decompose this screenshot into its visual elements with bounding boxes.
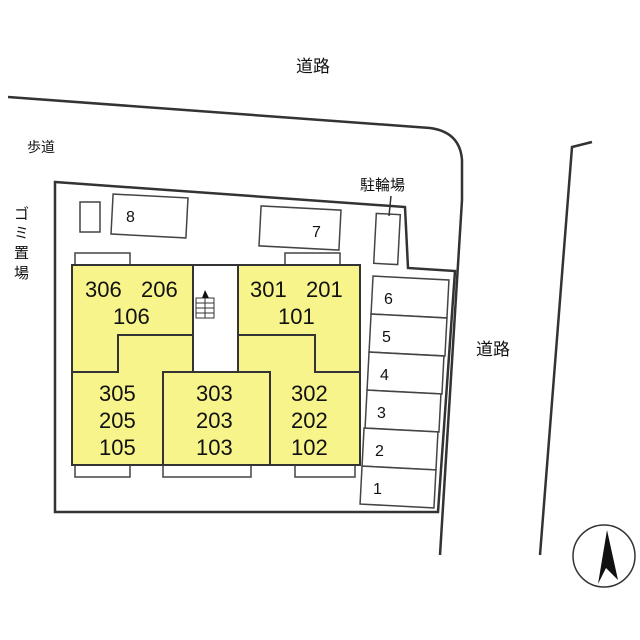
bicycle-parking-pointer — [388, 195, 392, 217]
lot-boundary — [53, 180, 457, 514]
unit-105: 105 — [99, 435, 136, 460]
balcony-bottom-right — [294, 464, 356, 478]
parking-number-1: 1 — [373, 481, 382, 498]
road-boundary — [7, 95, 464, 556]
bicycle-parking-area — [372, 212, 402, 266]
garbage-label-char-1: ゴ — [14, 205, 29, 223]
unit-302: 302 — [291, 381, 328, 406]
parking-1 — [359, 465, 437, 509]
unit-303: 303 — [196, 381, 233, 406]
unit-202: 202 — [291, 408, 328, 433]
unit-102: 102 — [291, 435, 328, 460]
unit-106: 106 — [113, 304, 150, 329]
unit-306: 306 — [85, 277, 122, 302]
parking-number-3: 3 — [377, 405, 386, 422]
garbage-label-char-4: 場 — [14, 264, 29, 282]
unit-301: 301 — [250, 277, 287, 302]
balcony-bottom-left — [74, 464, 131, 478]
unit-101: 101 — [278, 304, 315, 329]
parking-number-6: 6 — [384, 291, 393, 308]
unit-block-bottom-middle — [162, 371, 271, 466]
parking-4 — [366, 351, 445, 395]
unit-103: 103 — [196, 435, 233, 460]
garbage-label-char-3: 置 — [14, 244, 29, 262]
road-edge-right — [538, 140, 593, 556]
stairs-icon — [195, 290, 215, 319]
parking-2 — [361, 427, 439, 471]
road-label-right: 道路 — [476, 340, 510, 360]
parking-number-5: 5 — [382, 329, 391, 346]
garbage-area — [79, 201, 101, 233]
parking-stack — [359, 275, 450, 509]
parking-7 — [258, 205, 342, 251]
road-label-top: 道路 — [296, 57, 330, 77]
unit-206: 206 — [141, 277, 178, 302]
sidewalk-label: 歩道 — [27, 140, 55, 156]
garbage-label-char-2: ミ — [14, 224, 29, 242]
balcony-bottom-middle — [162, 464, 252, 478]
parking-number-2: 2 — [375, 443, 384, 460]
unit-205: 205 — [99, 408, 136, 433]
unit-201: 201 — [306, 277, 343, 302]
parking-number-4: 4 — [380, 367, 389, 384]
north-arrow-icon — [572, 524, 636, 588]
parking-6 — [370, 275, 450, 319]
unit-203: 203 — [196, 408, 233, 433]
bicycle-parking-label: 駐輪場 — [360, 176, 405, 194]
parking-number-7: 7 — [312, 224, 321, 241]
parking-5 — [368, 313, 448, 357]
parking-number-8: 8 — [126, 209, 135, 226]
parking-8 — [110, 193, 189, 239]
balcony-top-right — [284, 252, 341, 266]
unit-305: 305 — [99, 381, 136, 406]
balcony-top-left — [74, 252, 131, 266]
